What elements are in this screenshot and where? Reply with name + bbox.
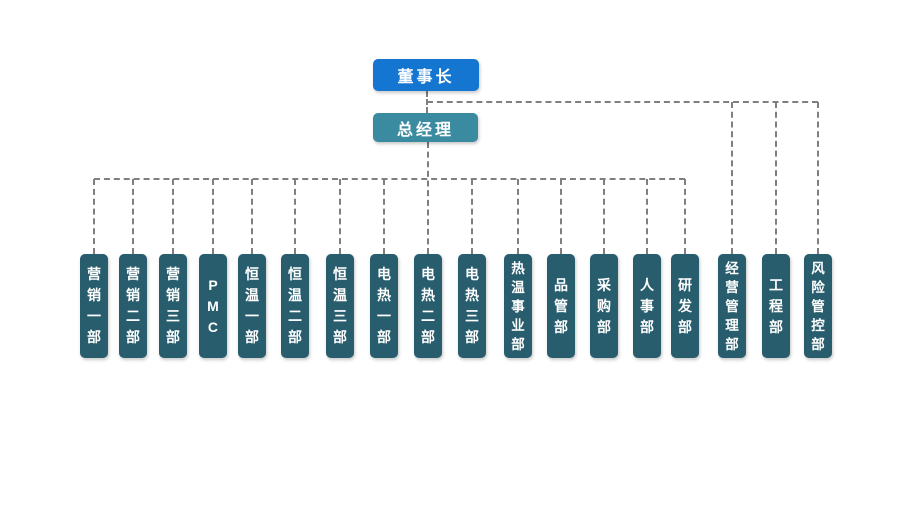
connector-line <box>172 179 174 254</box>
dept-box: 经营管理部 <box>718 254 746 358</box>
dept-label: 风险管控部 <box>811 260 825 352</box>
connector-line <box>471 179 473 254</box>
connector-line <box>93 179 95 254</box>
connector-line <box>731 102 733 254</box>
connector-line <box>517 179 519 254</box>
dept-box: 营销二部 <box>119 254 147 358</box>
dept-box: 人事部 <box>633 254 661 358</box>
connector-line <box>560 179 562 254</box>
dept-label: 电热一部 <box>377 266 391 345</box>
connector-line <box>603 179 605 254</box>
general-manager-box: 总经理 <box>373 113 478 142</box>
dept-label: 恒温三部 <box>333 266 347 345</box>
dept-box: 电热三部 <box>458 254 486 358</box>
dept-box: 采购部 <box>590 254 618 358</box>
connector-line <box>251 179 253 254</box>
dept-box: 工程部 <box>762 254 790 358</box>
connector-line <box>817 102 819 254</box>
dept-label: 热温事业部 <box>511 260 525 352</box>
dept-box: 恒温一部 <box>238 254 266 358</box>
connector-line <box>646 179 648 254</box>
connector-line <box>294 179 296 254</box>
dept-label: 电热二部 <box>421 266 435 345</box>
dept-box: 电热二部 <box>414 254 442 358</box>
dept-box: 品管部 <box>547 254 575 358</box>
dept-box: 热温事业部 <box>504 254 532 358</box>
dept-label: 营销一部 <box>87 266 101 345</box>
connector-line <box>427 101 818 103</box>
dept-box: 恒温三部 <box>326 254 354 358</box>
dept-box: 营销一部 <box>80 254 108 358</box>
dept-label: 人事部 <box>640 276 654 335</box>
dept-label: 品管部 <box>554 276 568 335</box>
dept-label: 工程部 <box>769 276 783 335</box>
chairman-box: 董事长 <box>373 59 479 91</box>
dept-box: 恒温二部 <box>281 254 309 358</box>
connector-line <box>684 179 686 254</box>
connector-line <box>775 102 777 254</box>
dept-label: 采购部 <box>597 276 611 335</box>
dept-label: 营销二部 <box>126 266 140 345</box>
dept-label: 营销三部 <box>166 266 180 345</box>
connector-line <box>132 179 134 254</box>
dept-label: 恒温二部 <box>288 266 302 345</box>
chairman-label: 董事长 <box>397 69 455 86</box>
dept-label: 经营管理部 <box>725 260 739 352</box>
connector-line <box>339 179 341 254</box>
dept-box: 电热一部 <box>370 254 398 358</box>
connector-line <box>94 178 685 180</box>
dept-label: 研发部 <box>678 276 692 335</box>
dept-box: 研发部 <box>671 254 699 358</box>
general-manager-label: 总经理 <box>396 121 454 139</box>
dept-label: 恒温一部 <box>245 266 259 345</box>
connector-line <box>212 179 214 254</box>
connector-line <box>427 142 429 254</box>
dept-label: 电热三部 <box>465 266 479 345</box>
dept-box: 风险管控部 <box>804 254 832 358</box>
connector-line <box>383 179 385 254</box>
dept-box: 营销三部 <box>159 254 187 358</box>
